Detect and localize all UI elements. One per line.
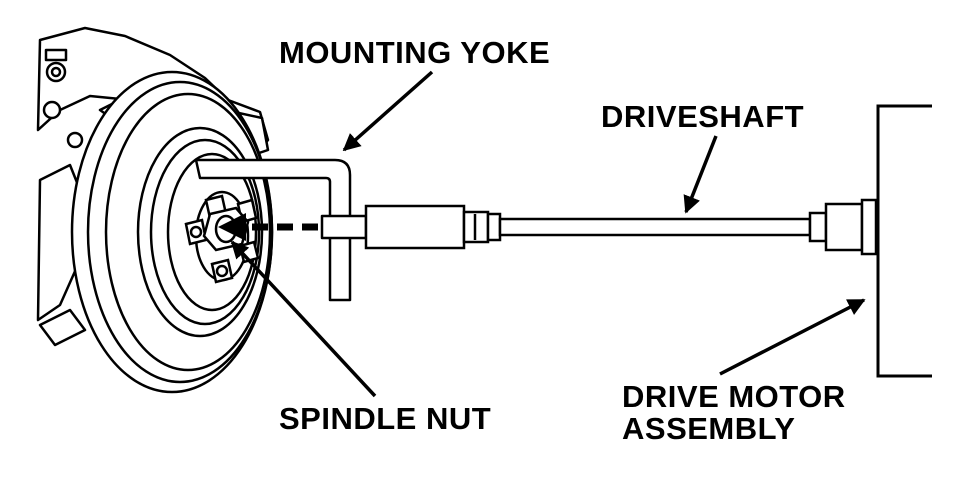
drive-motor-assembly-label: DRIVE MOTOR ASSEMBLY — [622, 381, 846, 445]
mounting-yoke — [194, 158, 368, 302]
driveshaft-label: DRIVESHAFT — [601, 99, 805, 134]
spindle-nut-label: SPINDLE NUT — [279, 401, 492, 436]
drive-motor-assembly — [876, 104, 932, 378]
mounting-yoke-label: MOUNTING YOKE — [279, 35, 551, 70]
drive-motor-label-line1: DRIVE MOTOR — [622, 379, 846, 414]
alignment-dashed-arrow — [218, 213, 318, 241]
leader-arrows — [230, 70, 866, 398]
driveshaft — [364, 198, 878, 256]
drive-motor-label-line2: ASSEMBLY — [622, 411, 796, 446]
brake-rotor — [70, 70, 274, 394]
